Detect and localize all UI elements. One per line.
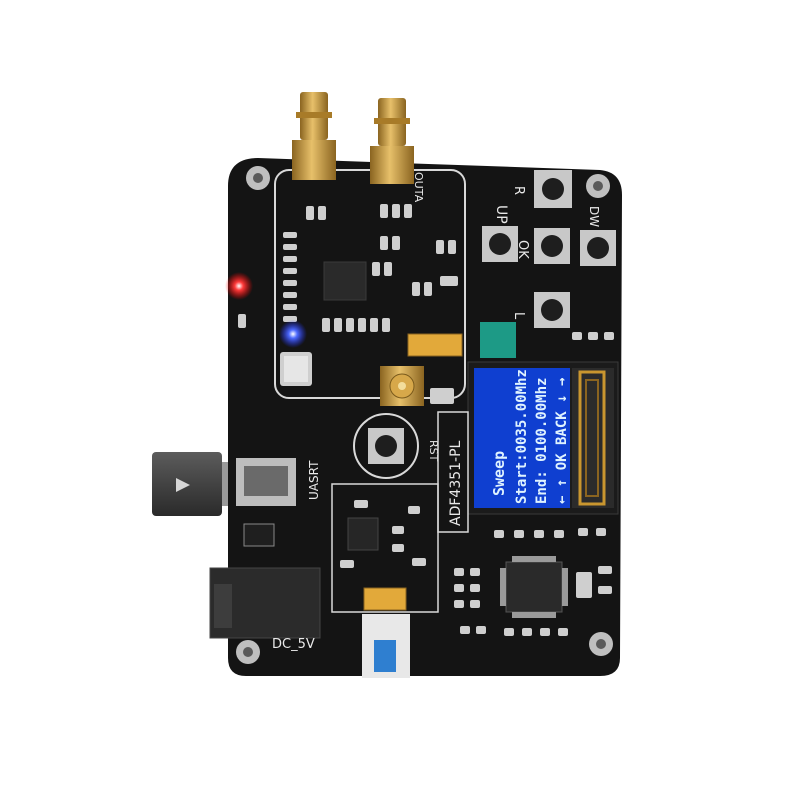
- power-slide-switch[interactable]: [362, 614, 410, 678]
- bottom-passives: [430, 332, 614, 636]
- power-label: DC_5V: [272, 637, 315, 652]
- label-reset: RST: [427, 440, 440, 462]
- sma-connector-right: [370, 98, 414, 184]
- usb-serial-chip: [243, 523, 275, 547]
- button-dw[interactable]: [580, 230, 616, 266]
- label-btn-l: L: [511, 312, 526, 320]
- oled-line-3: End: 0100.00Mhz: [534, 378, 550, 504]
- regulator-passives: [340, 500, 426, 568]
- regulator-outline: [331, 483, 439, 613]
- regulator-chip: [347, 517, 379, 551]
- reset-button[interactable]: [353, 413, 419, 479]
- label-btn-up: UP: [493, 205, 509, 224]
- label-btn-ok: OK: [515, 240, 530, 259]
- mcu-chip: [500, 556, 568, 618]
- tantalum-cap-2: [363, 587, 407, 611]
- oled-line-4: ← ↑ OK BACK ↓ →: [554, 378, 570, 504]
- model-label: ADF4351-PL: [448, 440, 464, 526]
- mini-usb-port: [236, 458, 296, 506]
- sma-connector-left: [292, 92, 336, 180]
- button-r[interactable]: [534, 170, 572, 208]
- label-btn-dw: DW: [587, 206, 601, 227]
- label-btn-r: R: [511, 186, 526, 195]
- tantalum-cap: [407, 333, 463, 357]
- sma-connector-center: [380, 366, 424, 406]
- teal-pad: [480, 322, 516, 358]
- dc-power-jack: [209, 567, 321, 639]
- port-label-outa: OUTA: [412, 172, 425, 203]
- button-up[interactable]: [482, 226, 518, 262]
- oled-line-2: Start:0035.00Mhz: [514, 369, 530, 504]
- pll-chip: [323, 261, 367, 301]
- model-label-box: [437, 411, 469, 533]
- mount-holes: [236, 166, 613, 664]
- power-led-red: [225, 272, 253, 300]
- button-ok[interactable]: [534, 228, 570, 264]
- status-led-blue: [279, 320, 307, 348]
- smd-components: [238, 204, 458, 332]
- uart-label: UASRT: [307, 460, 321, 500]
- button-l[interactable]: [534, 292, 570, 328]
- oled-line-1: Sweep: [490, 451, 508, 496]
- oled-display: [467, 361, 619, 515]
